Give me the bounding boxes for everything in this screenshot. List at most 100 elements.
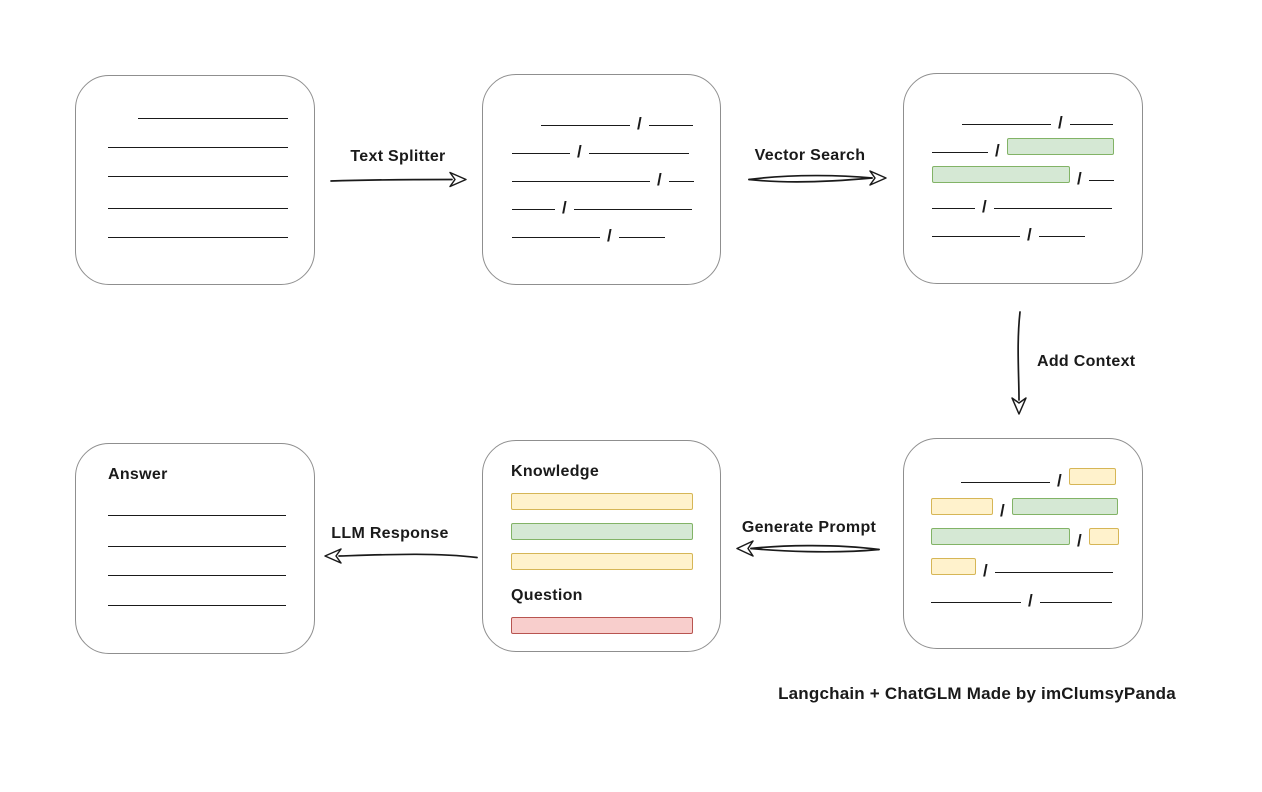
text-line [1038, 236, 1085, 237]
text-line [108, 546, 286, 547]
slash-separator: / [607, 226, 612, 245]
slash-separator: / [1058, 113, 1063, 132]
green-highlight-chip [932, 166, 1070, 183]
text-splitter-arrow [330, 171, 467, 188]
box-row: / [512, 157, 696, 189]
box-row: / [931, 546, 1120, 580]
text-line [512, 209, 555, 210]
context-box: / / / / / [903, 438, 1143, 649]
yellow-highlight-chip [1068, 468, 1116, 485]
split-chunks-box: / / / / / [482, 74, 721, 285]
text-line [993, 208, 1112, 209]
vector-matches-box: ///// [903, 73, 1143, 284]
box-row [108, 180, 288, 212]
box-row: Question [511, 571, 696, 607]
green-highlight-chip [1006, 138, 1114, 155]
text-line [1039, 602, 1112, 603]
slash-separator: / [637, 114, 642, 133]
box-row: / [962, 100, 1118, 132]
text-line [573, 209, 692, 210]
caption: Langchain + ChatGLM Made by imClumsyPand… [778, 684, 1176, 703]
yellow-highlight-chip [931, 498, 993, 515]
slash-separator: / [657, 170, 662, 189]
box-row [108, 519, 288, 550]
llm-response-arrow [324, 548, 478, 564]
box-row [108, 486, 288, 519]
red-highlight-chip [511, 617, 693, 634]
slash-separator: / [1077, 169, 1082, 188]
box-row: / [541, 101, 696, 133]
generate-prompt-arrow [736, 540, 880, 557]
answer-box: Answer [75, 443, 315, 654]
box-row: / [932, 128, 1118, 160]
box-row: / [932, 156, 1118, 188]
text-line [932, 208, 975, 209]
green-highlight-chip [1011, 498, 1118, 515]
slash-separator: / [562, 198, 567, 217]
box-row [108, 550, 288, 579]
box-row [108, 151, 288, 180]
box-row [511, 541, 696, 571]
box-row [138, 93, 288, 122]
box-row [108, 212, 288, 241]
text-line [108, 147, 288, 148]
slash-separator: / [1028, 591, 1033, 610]
question-label: Question [511, 587, 583, 604]
text-line [1088, 180, 1114, 181]
slash-separator: / [995, 141, 1000, 160]
text-line [961, 482, 1050, 483]
text-line [1069, 124, 1113, 125]
text-line [931, 602, 1021, 603]
slash-separator: / [1000, 501, 1005, 520]
box-row: / [931, 576, 1120, 610]
slash-separator: / [1077, 531, 1082, 550]
text-line [512, 237, 600, 238]
text-line [108, 515, 286, 516]
slash-separator: / [982, 197, 987, 216]
box-row: / [932, 212, 1118, 243]
text-line [108, 575, 286, 576]
box-row: / [932, 184, 1118, 216]
text-splitter-label: Text Splitter [350, 148, 446, 165]
slash-separator: / [577, 142, 582, 161]
text-line [108, 176, 288, 177]
answer-label: Answer [108, 466, 168, 483]
text-line [108, 237, 288, 238]
slash-separator: / [1057, 471, 1062, 490]
box-row: / [512, 213, 696, 245]
text-line [108, 208, 288, 209]
yellow-highlight-chip [1088, 528, 1119, 545]
text-line [138, 118, 288, 119]
box-row [108, 579, 288, 609]
box-row [108, 122, 288, 151]
box-row [511, 483, 696, 511]
text-line [994, 572, 1113, 573]
box-row: Answer [108, 460, 288, 486]
box-row [511, 607, 696, 635]
box-row [511, 511, 696, 541]
box-row: / [512, 129, 696, 161]
text-line [932, 236, 1020, 237]
slash-separator: / [983, 561, 988, 580]
text-line [512, 181, 650, 182]
box-row: / [961, 456, 1120, 490]
text-line [512, 153, 570, 154]
llm-response-label: LLM Response [331, 525, 449, 542]
text-line [962, 124, 1051, 125]
text-line [648, 125, 693, 126]
green-highlight-chip [511, 523, 693, 540]
green-highlight-chip [931, 528, 1070, 545]
box-row: / [931, 486, 1120, 520]
vector-search-arrow [748, 170, 887, 186]
box-row: Knowledge [511, 457, 696, 483]
yellow-highlight-chip [511, 493, 693, 510]
yellow-highlight-chip [931, 558, 976, 575]
text-line [932, 152, 988, 153]
box-row: / [512, 185, 696, 217]
text-line [618, 237, 665, 238]
box-row: / [931, 516, 1120, 550]
document-box [75, 75, 315, 285]
knowledge-label: Knowledge [511, 463, 600, 480]
